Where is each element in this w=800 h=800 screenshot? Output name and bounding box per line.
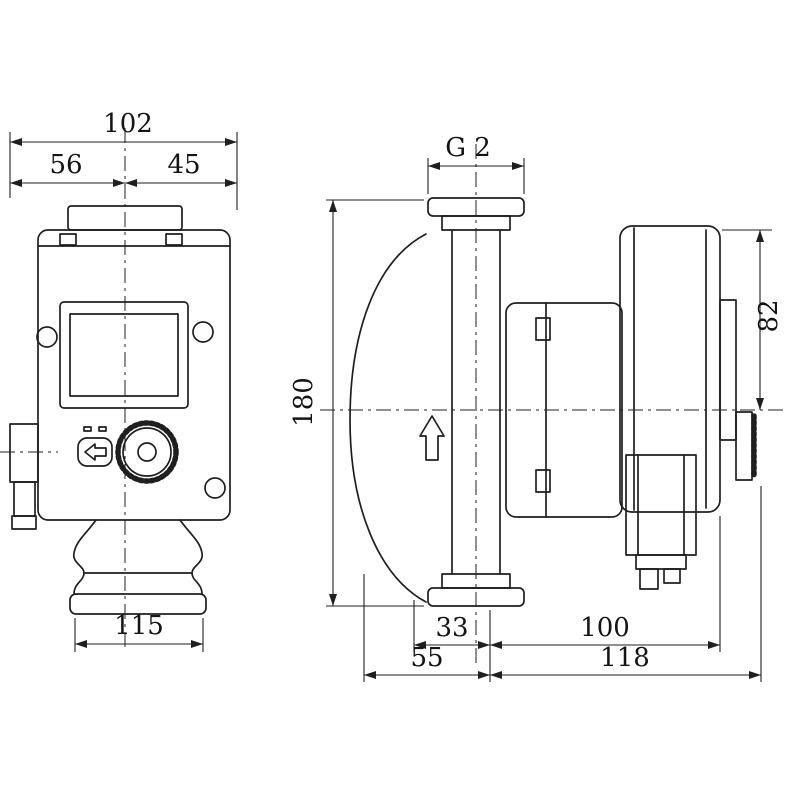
mounting-hole-lower-right bbox=[204, 477, 226, 499]
side-view-dimensions: G 2 180 82 33 100 55 118 bbox=[289, 133, 784, 682]
dim-label-port-to-port-height: 180 bbox=[289, 377, 319, 427]
terminal-box bbox=[625, 454, 697, 556]
volute-outline-right bbox=[179, 519, 203, 595]
led-indicator-left bbox=[83, 426, 92, 432]
motor-housing bbox=[619, 225, 721, 513]
bottom-flange-front bbox=[69, 593, 207, 615]
button-arrow-icon bbox=[84, 443, 107, 461]
dim-label-axis-front-inner: 33 bbox=[435, 613, 468, 643]
clamp-bottom bbox=[535, 469, 551, 493]
dim-label-axis-rear-total: 118 bbox=[600, 643, 650, 673]
display-bezel bbox=[59, 301, 189, 409]
front-view bbox=[9, 205, 231, 615]
dim-label-left-of-center: 56 bbox=[49, 150, 82, 180]
control-knob-center bbox=[137, 442, 157, 462]
volute-outline-left bbox=[73, 519, 97, 595]
flow-direction-arrow bbox=[419, 415, 445, 461]
cable-entry-right bbox=[663, 568, 681, 584]
insulation-shell bbox=[349, 233, 427, 603]
cable-entry-left bbox=[639, 568, 659, 590]
dim-label-port-thread: G 2 bbox=[445, 133, 491, 163]
dim-label-right-of-center: 45 bbox=[167, 150, 200, 180]
side-plug-mid bbox=[13, 481, 36, 517]
dim-label-axis-rear-inner: 100 bbox=[580, 613, 630, 643]
dim-label-motor-top-to-axis: 82 bbox=[754, 299, 784, 332]
led-indicator-right bbox=[98, 426, 107, 432]
control-knob-knurl bbox=[115, 420, 179, 484]
mounting-hole-upper-left bbox=[36, 326, 58, 348]
latch-left bbox=[59, 233, 77, 246]
cable-gland bbox=[735, 411, 753, 481]
dim-label-flange-width: 115 bbox=[114, 611, 164, 641]
front-view-dimensions: 102 56 45 115 bbox=[0, 109, 238, 652]
function-button bbox=[77, 437, 113, 467]
pump-body bbox=[37, 229, 231, 521]
motor-end-panel bbox=[719, 299, 737, 441]
dim-label-axis-front-total: 55 bbox=[410, 643, 443, 673]
side-view bbox=[349, 197, 757, 607]
display-screen bbox=[69, 313, 179, 397]
side-plug-tip bbox=[11, 515, 37, 530]
clamp-top bbox=[535, 317, 551, 341]
control-knob bbox=[122, 427, 172, 477]
mounting-hole-upper-right bbox=[192, 321, 214, 343]
dim-label-overall-width: 102 bbox=[103, 109, 153, 139]
side-plug-connector bbox=[9, 423, 39, 483]
terminal-box-base bbox=[635, 554, 687, 570]
latch-right bbox=[165, 233, 183, 246]
